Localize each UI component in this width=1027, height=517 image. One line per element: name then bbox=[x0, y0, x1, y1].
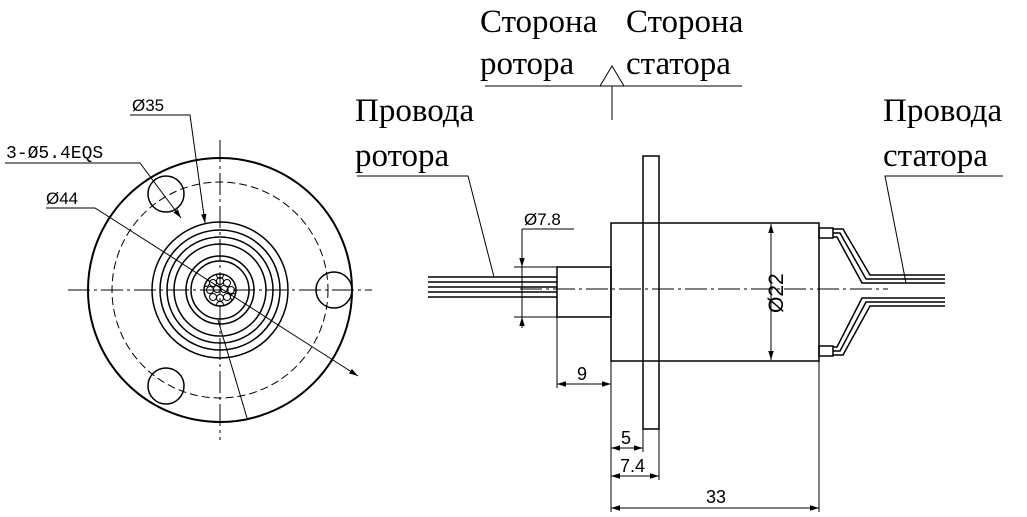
dim-d44: Ø44 bbox=[46, 189, 78, 208]
dim-len7-4: 7.4 bbox=[620, 456, 645, 476]
rotor-side-label-2: ротора bbox=[480, 46, 575, 82]
stator-side-label-2: статора bbox=[626, 46, 731, 82]
side-leaders bbox=[357, 65, 1003, 284]
stator-wires bbox=[833, 228, 945, 356]
wire-bundle-outline bbox=[203, 273, 237, 307]
dim-holes: 3-Ø5.4EQS bbox=[6, 144, 103, 164]
stator-side-label-1: Сторона bbox=[626, 4, 744, 40]
dim-d22: Ø22 bbox=[765, 273, 788, 313]
stator-wires-label-2: статора bbox=[883, 138, 988, 174]
side-flange bbox=[642, 155, 660, 430]
dim-len9: 9 bbox=[577, 364, 587, 384]
rotor-wires-label-1: Провода bbox=[355, 93, 475, 129]
side-dimensions bbox=[514, 224, 820, 512]
rotor-ring-inner bbox=[190, 260, 250, 320]
side-view bbox=[428, 155, 945, 430]
rotor-shaft bbox=[556, 266, 612, 318]
dim-d7-8: Ø7.8 bbox=[524, 210, 561, 229]
mounting-hole-2 bbox=[147, 175, 185, 213]
wire-exit-top bbox=[818, 227, 834, 239]
front-view bbox=[68, 140, 372, 440]
housing-ring-4 bbox=[173, 243, 267, 337]
rotor-wires bbox=[428, 276, 557, 298]
housing-ring-3 bbox=[166, 236, 274, 344]
mounting-hole-1 bbox=[315, 271, 353, 309]
dim-d35: Ø35 bbox=[132, 96, 164, 115]
rotor-side-label-1: Сторона bbox=[480, 4, 598, 40]
stator-wires-label-1: Провода bbox=[883, 93, 1003, 129]
stator-body bbox=[610, 222, 820, 362]
bolt-circle bbox=[111, 181, 329, 399]
text-labels: Сторона ротора Сторона статора Провода р… bbox=[6, 4, 1003, 507]
front-leaders bbox=[5, 114, 359, 419]
rotor-wires-label-2: ротора bbox=[355, 138, 450, 174]
housing-ring-outer bbox=[151, 221, 289, 359]
housing-ring-2 bbox=[159, 229, 281, 351]
mounting-hole-3 bbox=[147, 367, 185, 405]
dim-len33: 33 bbox=[706, 487, 726, 507]
rotor-ring-outer bbox=[185, 255, 255, 325]
wire-exit-bottom bbox=[818, 345, 834, 357]
dim-len5: 5 bbox=[621, 428, 631, 448]
